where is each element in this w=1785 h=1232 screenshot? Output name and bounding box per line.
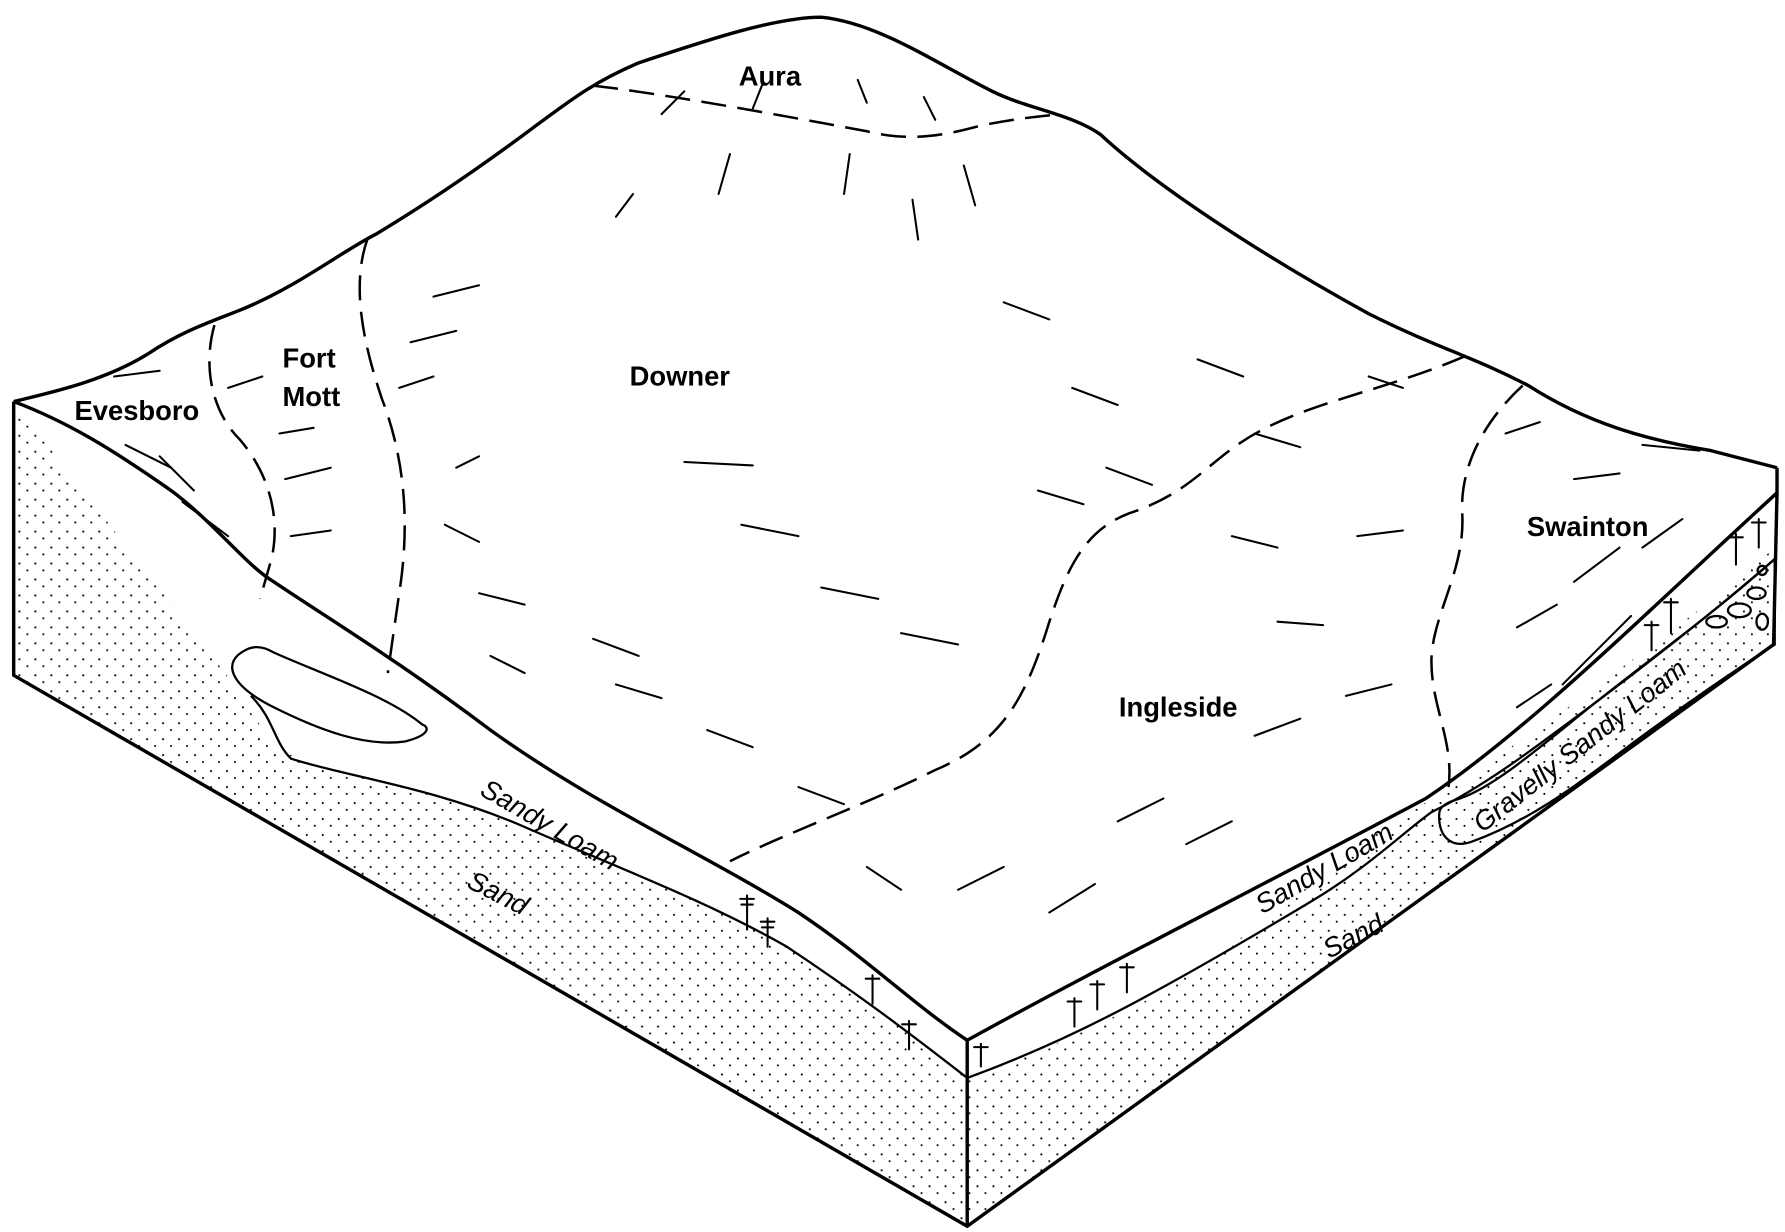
label-fort-mott-line1: Fort	[283, 342, 336, 373]
block-outline	[11, 399, 1779, 1228]
label-swainton: Swainton	[1527, 511, 1649, 542]
evesboro-fort-mott-boundary	[208, 324, 276, 600]
label-aura: Aura	[739, 61, 802, 92]
ingleside-swainton-boundary	[1430, 384, 1524, 788]
aura-boundary	[592, 84, 1061, 139]
sandy-loam-layer-left	[13, 401, 968, 1078]
gravel-pebbles	[1705, 564, 1770, 631]
depression-lens	[231, 645, 428, 744]
label-fort-mott-line2: Mott	[283, 381, 341, 412]
left-cross-section	[13, 401, 968, 1227]
downer-ingleside-boundary	[729, 354, 1467, 863]
label-downer: Downer	[630, 361, 731, 392]
root-symbols	[739, 518, 1767, 1068]
slope-hachures	[113, 78, 1701, 914]
fort-mott-downer-boundary	[358, 239, 406, 674]
right-cross-section	[966, 467, 1779, 1228]
landscape-skyline	[13, 15, 1778, 470]
label-evesboro: Evesboro	[75, 395, 200, 426]
label-ingleside: Ingleside	[1119, 691, 1238, 722]
